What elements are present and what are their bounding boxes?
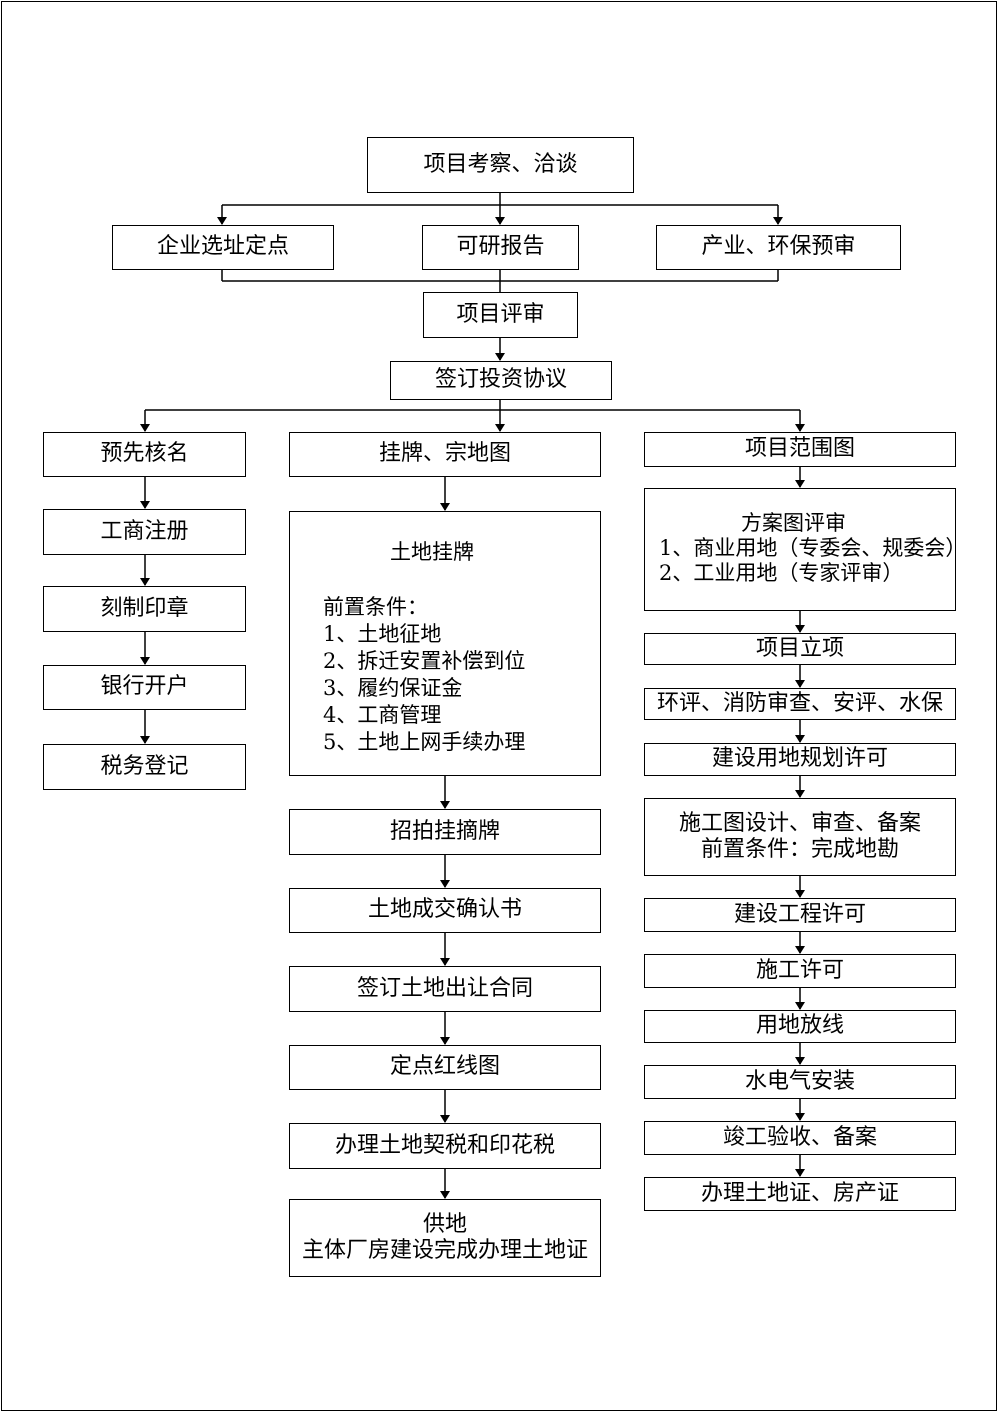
node-land-staking: 用地放线	[644, 1010, 956, 1043]
precondition-item: 1、土地征地	[323, 622, 442, 646]
node-seal-engraving: 刻制印章	[43, 586, 246, 632]
node-project-scope-map: 项目范围图	[644, 432, 956, 467]
node-label: 企业选址定点	[156, 234, 289, 260]
precondition-item: 4、工商管理	[323, 703, 442, 727]
node-plate-parcel-map: 挂牌、宗地图	[289, 432, 601, 477]
node-investment-agreement: 签订投资协议	[390, 361, 612, 400]
node-industry-env-review: 产业、环保预审	[656, 225, 901, 270]
node-label: 项目范围图	[744, 436, 855, 462]
node-label: 项目评审	[456, 301, 545, 327]
node-label: 供地	[422, 1211, 467, 1237]
node-land-listing: 土地挂牌 前置条件： 1、土地征地 2、拆迁安置补偿到位 3、履约保证金 4、工…	[289, 511, 601, 776]
node-construction-permit: 施工许可	[644, 954, 956, 988]
node-label: 签订投资协议	[434, 367, 567, 393]
plan-review-title: 方案图评审	[741, 511, 846, 535]
node-label: 预先核名	[100, 441, 189, 467]
plan-review-item: 1、商业用地（专委会、规委会）	[659, 536, 967, 560]
node-site-selection: 企业选址定点	[112, 225, 334, 270]
precondition-title: 前置条件：	[323, 595, 428, 619]
node-label: 银行开户	[100, 674, 189, 700]
node-label: 签订土地出让合同	[356, 975, 533, 1001]
node-plan-review: 方案图评审 1、商业用地（专委会、规委会） 2、工业用地（专家评审）	[644, 488, 966, 611]
node-label: 挂牌、宗地图	[378, 441, 511, 467]
node-label: 用地放线	[755, 1013, 844, 1039]
node-label: 建设工程许可	[733, 901, 866, 927]
node-project-approval: 项目立项	[644, 633, 956, 665]
node-bank-account: 银行开户	[43, 665, 246, 710]
node-label: 环评、消防审查、安评、水保	[656, 690, 943, 716]
node-label: 前置条件：完成地勘	[700, 837, 899, 862]
node-label: 刻制印章	[100, 595, 189, 621]
node-label: 水电气安装	[744, 1068, 855, 1094]
precondition-item: 5、土地上网手续办理	[323, 730, 526, 754]
node-label: 可研报告	[456, 234, 545, 260]
node-label: 施工图设计、审查、备案	[678, 810, 921, 836]
node-construction-drawing: 施工图设计、审查、备案 前置条件：完成地勘	[644, 798, 956, 876]
node-label: 办理土地证、房产证	[700, 1180, 899, 1206]
node-engineering-permit: 建设工程许可	[644, 898, 956, 932]
node-label: 工商注册	[100, 518, 189, 544]
node-name-precheck: 预先核名	[43, 432, 246, 477]
node-land-transfer-contract: 签订土地出让合同	[289, 966, 601, 1012]
land-listing-title: 土地挂牌	[390, 540, 474, 564]
node-label: 招拍挂摘牌	[389, 818, 500, 844]
node-label: 项目立项	[755, 635, 844, 661]
node-utilities-installation: 水电气安装	[644, 1065, 956, 1099]
node-label: 定点红线图	[389, 1054, 500, 1080]
node-label: 建设用地规划许可	[711, 746, 888, 772]
node-redline-map: 定点红线图	[289, 1045, 601, 1090]
node-land-property-certificate: 办理土地证、房产证	[644, 1177, 956, 1211]
node-auction-delisting: 招拍挂摘牌	[289, 809, 601, 855]
node-completion-acceptance: 竣工验收、备案	[644, 1121, 956, 1155]
node-label: 办理土地契税和印花税	[334, 1132, 555, 1158]
node-feasibility-report: 可研报告	[422, 225, 579, 270]
node-label: 项目考察、洽谈	[423, 151, 578, 177]
node-label: 竣工验收、备案	[722, 1124, 877, 1150]
node-label: 产业、环保预审	[701, 234, 856, 260]
node-tax-registration: 税务登记	[43, 744, 246, 790]
node-project-review: 项目评审	[423, 292, 578, 338]
precondition-item: 2、拆迁安置补偿到位	[323, 649, 526, 673]
node-business-registration: 工商注册	[43, 509, 246, 555]
node-deed-stamp-tax: 办理土地契税和印花税	[289, 1123, 601, 1169]
precondition-item: 3、履约保证金	[323, 676, 463, 700]
node-project-consult: 项目考察、洽谈	[367, 137, 634, 193]
node-label: 税务登记	[100, 753, 189, 779]
node-land-supply: 供地 主体厂房建设完成办理土地证	[289, 1199, 601, 1277]
node-transaction-confirmation: 土地成交确认书	[289, 888, 601, 933]
node-label: 土地成交确认书	[367, 897, 522, 923]
node-label: 主体厂房建设完成办理土地证	[301, 1238, 588, 1263]
node-eia-fire-safety: 环评、消防审查、安评、水保	[644, 688, 956, 720]
node-label: 施工许可	[755, 957, 844, 983]
plan-review-item: 2、工业用地（专家评审）	[659, 561, 904, 585]
node-land-use-planning-permit: 建设用地规划许可	[644, 743, 956, 776]
